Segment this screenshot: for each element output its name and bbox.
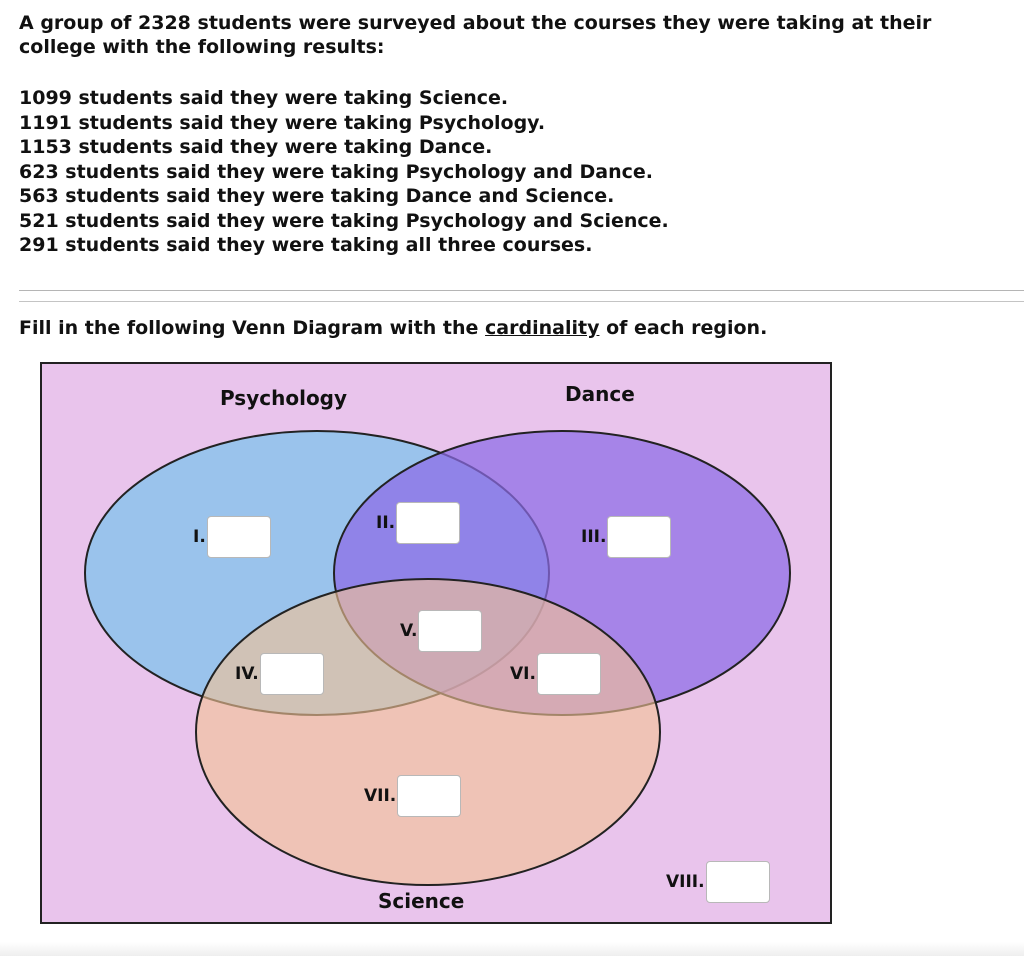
page-bottom-shadow bbox=[0, 942, 1024, 956]
region-iv-input[interactable] bbox=[259, 653, 324, 695]
dance-label: Dance bbox=[565, 382, 635, 406]
region-iii: III. bbox=[581, 516, 672, 558]
region-iv: IV. bbox=[235, 653, 324, 695]
region-ii-label: II. bbox=[376, 513, 396, 533]
problem-intro: A group of 2328 students were surveyed a… bbox=[19, 12, 932, 58]
cardinality-link[interactable]: cardinality bbox=[485, 317, 600, 339]
venn-diagram: Psychology Dance Science I. II. III. IV.… bbox=[40, 362, 832, 924]
region-viii-label: VIII. bbox=[666, 872, 705, 892]
region-iii-label: III. bbox=[581, 527, 607, 547]
region-viii-input[interactable] bbox=[705, 861, 770, 903]
region-vi-input[interactable] bbox=[536, 653, 601, 695]
fact-psychology: 1191 students said they were taking Psyc… bbox=[19, 111, 546, 134]
science-label: Science bbox=[378, 889, 465, 913]
region-i-input[interactable] bbox=[206, 516, 271, 558]
psychology-label: Psychology bbox=[220, 386, 348, 410]
instruction-text-after: of each region. bbox=[606, 317, 768, 339]
survey-facts-list: 1099 students said they were taking Scie… bbox=[19, 86, 669, 258]
fact-psychology-dance: 623 students said they were taking Psych… bbox=[19, 160, 654, 183]
instruction: Fill in the following Venn Diagram with … bbox=[19, 317, 767, 339]
divider-top bbox=[19, 290, 1024, 291]
fact-all-three: 291 students said they were taking all t… bbox=[19, 234, 593, 256]
region-v: V. bbox=[400, 610, 483, 652]
fact-psychology-science: 521 students said they were taking Psych… bbox=[19, 209, 669, 232]
region-viii: VIII. bbox=[666, 861, 770, 903]
region-ii-input[interactable] bbox=[396, 502, 461, 544]
region-vi-label: VI. bbox=[510, 664, 536, 684]
region-vii-label: VII. bbox=[364, 786, 397, 806]
divider-bottom bbox=[19, 301, 1024, 302]
region-vii: VII. bbox=[364, 775, 462, 817]
region-v-label: V. bbox=[400, 621, 418, 641]
fact-science: 1099 students said they were taking Scie… bbox=[19, 87, 509, 109]
instruction-text-before: Fill in the following Venn Diagram with … bbox=[19, 317, 479, 339]
region-i: I. bbox=[193, 516, 271, 558]
region-iii-input[interactable] bbox=[607, 516, 672, 558]
region-vi: VI. bbox=[510, 653, 601, 695]
fact-dance: 1153 students said they were taking Danc… bbox=[19, 136, 493, 158]
region-ii: II. bbox=[376, 502, 461, 544]
region-vii-input[interactable] bbox=[397, 775, 462, 817]
region-i-label: I. bbox=[193, 527, 206, 547]
region-iv-label: IV. bbox=[235, 664, 259, 684]
fact-dance-science: 563 students said they were taking Dance… bbox=[19, 185, 615, 207]
region-v-input[interactable] bbox=[418, 610, 483, 652]
